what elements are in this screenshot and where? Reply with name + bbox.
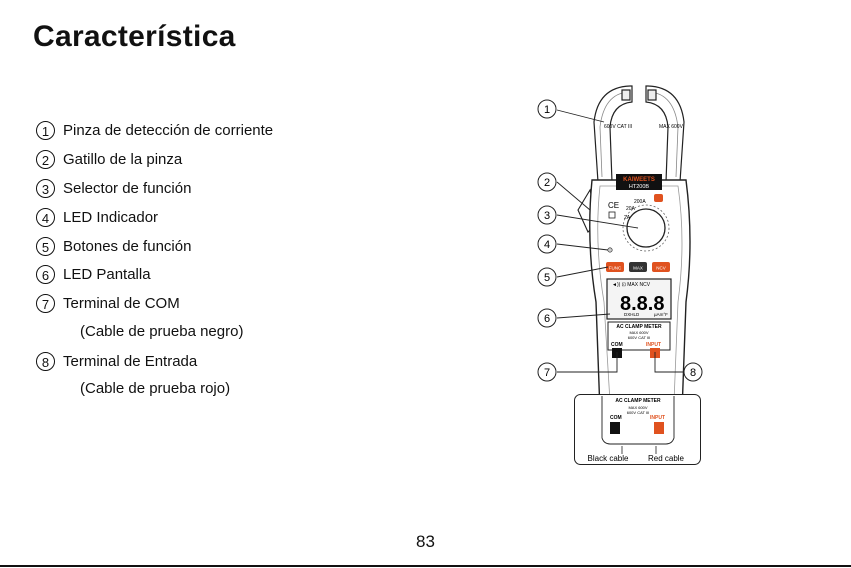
panel-max: MAX 600V	[629, 330, 648, 335]
callout-3-number: 3	[544, 210, 550, 222]
com-label: COM	[611, 342, 623, 348]
clamp-meter-diagram: 600V CAT III MAX 600V KAIWEETS HT200B CE…	[537, 85, 703, 429]
feature-item-8: 8 Terminal de Entrada	[36, 352, 197, 371]
feature-number: 6	[36, 265, 55, 284]
brand-plate	[616, 174, 662, 190]
callout-6	[537, 308, 557, 328]
inset-panel-cat: 600V CAT III	[627, 410, 650, 415]
lcd-display	[606, 278, 672, 320]
feature-label: Selector de función	[63, 180, 192, 197]
callout-4	[537, 234, 557, 254]
func-button	[606, 262, 624, 272]
dial-200a: 200A	[634, 199, 646, 205]
red-cable-label: Red cable	[648, 454, 685, 463]
callout-5-number: 5	[544, 272, 550, 284]
feature-item-5: 5 Botones de función	[36, 237, 191, 256]
callout-3	[537, 205, 557, 225]
inset-com-terminal	[610, 422, 620, 434]
input-label: INPUT	[646, 342, 661, 348]
display-bottom: DXHLD	[624, 312, 640, 317]
feature-item-3: 3 Selector de función	[36, 179, 191, 198]
feature-number: 3	[36, 179, 55, 198]
callout-8-number: 8	[690, 367, 696, 379]
ce-mark: CE	[608, 201, 619, 210]
feature-item-2: 2 Gatillo de la pinza	[36, 150, 182, 169]
feature-label: Terminal de COM	[63, 295, 180, 312]
inset-panel-max: MAX 600V	[628, 405, 647, 410]
display-top-indicators: ◄)) ⊡ MAX NCV	[612, 282, 651, 288]
clamp-jaws	[593, 85, 685, 183]
feature-item-1: 1 Pinza de detección de corriente	[36, 121, 273, 140]
feature-label: LED Pantalla	[63, 266, 151, 283]
inset-input-label: INPUT	[650, 415, 665, 421]
terminal-inset: AC CLAMP METER MAX 600V 600V CAT III COM…	[574, 394, 701, 465]
callout-4-number: 4	[544, 239, 550, 251]
display-units: µAm°F	[654, 312, 668, 317]
feature-number: 1	[36, 121, 55, 140]
feature-item-7: 7 Terminal de COM	[36, 294, 180, 313]
feature-number: 5	[36, 237, 55, 256]
model-label: HT200B	[629, 184, 650, 190]
max-button	[629, 262, 647, 272]
ncv-button	[652, 262, 670, 272]
feature-label: Botones de función	[63, 238, 192, 255]
feature-label: Pinza de detección de corriente	[63, 122, 274, 139]
led-indicator	[607, 247, 613, 253]
function-dial	[626, 208, 666, 248]
callout-7-number: 7	[544, 367, 550, 379]
ncv-button-label: NCV	[656, 266, 666, 271]
terminal-panel	[607, 321, 671, 351]
callout-8	[683, 362, 703, 382]
display-digits: 8.8.8	[620, 293, 664, 315]
callout-2-number: 2	[544, 177, 550, 189]
callout-1	[537, 99, 557, 119]
bottom-rule	[0, 565, 851, 567]
dial-2a: 2A	[624, 215, 631, 221]
max-button-label: MAX	[633, 266, 643, 271]
callout-lines	[556, 109, 683, 373]
feature-label: Gatillo de la pinza	[63, 151, 183, 168]
feature-number: 7	[36, 294, 55, 313]
feature-number: 4	[36, 208, 55, 227]
dial-20a: 20A	[626, 206, 636, 212]
feature-item-4: 4 LED Indicador	[36, 208, 158, 227]
func-button-label: FUNC	[609, 266, 622, 271]
black-cable-label: Black cable	[588, 454, 629, 463]
panel-title: AC CLAMP METER	[616, 324, 662, 330]
callout-7	[537, 362, 557, 382]
callout-6-number: 6	[544, 313, 550, 325]
callout-1-number: 1	[544, 104, 550, 116]
cat-label-left: 600V CAT III	[604, 124, 632, 130]
feature-item-6: 6 LED Pantalla	[36, 265, 151, 284]
callout-2	[537, 172, 557, 192]
feature-number: 8	[36, 352, 55, 371]
page-number: 83	[416, 532, 435, 551]
feature-label: Terminal de Entrada	[63, 353, 198, 370]
feature-note: (Cable de prueba negro)	[80, 323, 244, 340]
inset-panel-title: AC CLAMP METER	[615, 398, 661, 404]
cat-label-right: MAX 600V	[659, 124, 684, 130]
brand-label: KAIWEETS	[623, 177, 655, 183]
inset-input-terminal	[654, 422, 664, 434]
inset-com-label: COM	[610, 415, 622, 421]
page-title: Característica	[33, 20, 236, 53]
panel-cat: 600V CAT III	[628, 335, 651, 340]
feature-note: (Cable de prueba rojo)	[80, 380, 231, 397]
callout-5	[537, 267, 557, 287]
feature-number: 2	[36, 150, 55, 169]
feature-label: LED Indicador	[63, 209, 159, 226]
